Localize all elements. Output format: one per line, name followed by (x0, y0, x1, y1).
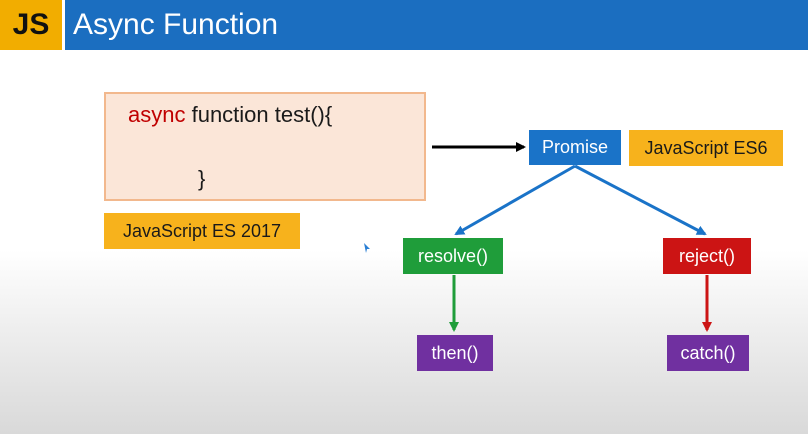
header-separator (62, 0, 65, 50)
node-catch: catch() (667, 335, 749, 371)
node-resolve: resolve() (403, 238, 503, 274)
code-line-closing: } (198, 166, 206, 191)
code-function-signature: function test(){ (185, 102, 333, 127)
label-es6: JavaScript ES6 (629, 130, 783, 166)
slide-title: Async Function (73, 8, 279, 41)
code-keyword-async: async (128, 102, 186, 127)
code-line-declaration: async function test(){ (128, 102, 332, 128)
label-es2017: JavaScript ES 2017 (104, 213, 300, 249)
arrow-promise-to-resolve (454, 164, 576, 236)
node-promise: Promise (529, 130, 621, 165)
mouse-cursor-icon (364, 243, 370, 253)
arrow-promise-to-reject (574, 164, 707, 236)
js-badge: JS (0, 0, 62, 50)
node-reject: reject() (663, 238, 751, 274)
slide-header: JS Async Function (0, 0, 808, 50)
node-then: then() (417, 335, 493, 371)
code-box: async function test(){ } (104, 92, 426, 201)
